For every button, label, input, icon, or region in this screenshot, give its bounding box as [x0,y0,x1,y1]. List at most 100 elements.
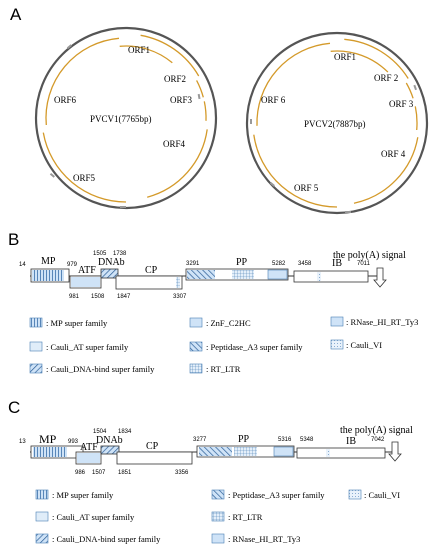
label-b-dnab: DNAb [98,257,125,268]
polya-arrow-c [388,441,402,462]
num-b-1738: 1738 [113,251,127,257]
plasmid2-orf2: ORF 2 [374,73,398,83]
legend-b-mp: : MP super family [46,318,108,328]
num-c-1507: 1507 [92,470,106,476]
plasmid1-orf-arc-4 [147,129,208,198]
polya-signal-b: the poly(A) signal [333,250,406,261]
domain-b-peptidase [187,270,215,279]
label-b-mp: MP [41,256,56,267]
plasmid-map-pvcv1: PVCV1(7765bp) ORF1 ORF2 ORF3 ORF4 ORF5 O… [34,26,218,210]
legend-b-swatch-rnase [330,316,344,327]
legend-b-rnase: : RNase_HI_RT_Ty3 [346,317,418,327]
num-b-7011: 7011 [357,261,371,267]
plasmid1-orf-arc-7 [119,45,173,64]
num-c-7042: 7042 [371,437,385,443]
plasmid1-orf-arc-6 [45,37,120,126]
num-c-993: 993 [68,439,79,445]
plasmid1-orf-arc-3 [203,101,207,121]
legend-b-swatch-mp [29,317,43,328]
num-c-1851: 1851 [118,470,132,476]
orf-c-ib [296,447,386,459]
plasmid1-orf4: ORF4 [163,139,186,149]
legend-b-swatch-peptidase [189,341,203,352]
plasmid1-orf-arc-5 [42,132,127,203]
label-b-pp: PP [236,257,248,268]
orf-c-cp [116,451,193,465]
num-b-3291: 3291 [186,261,200,267]
label-c-dnab: DNAb [96,435,123,446]
num-c-1834: 1834 [118,429,132,435]
legend-b-swatch-cauli-at [29,341,43,352]
legend-c-swatch-cauli-vi [348,489,362,500]
plasmid2-name: PVCV2(7887bp) [304,119,366,129]
num-c-1504: 1504 [93,429,107,435]
label-c-mp: MP [39,432,57,446]
legend-b-swatch-dnabind [29,363,43,374]
plasmid2-orf-arc-2 [405,82,414,99]
polya-signal-c: the poly(A) signal [340,425,413,436]
num-b-14: 14 [19,262,26,268]
plasmid2-orf3: ORF 3 [389,99,414,109]
legend-c-swatch-cauli-at [35,511,49,522]
legend-b-znf: : ZnF_C2HC [206,318,251,328]
domain-c-peptidase [199,447,232,456]
legend-c-swatch-rtltr [211,511,225,522]
domain-c-rnase [273,446,294,457]
plasmid1-orf1: ORF1 [128,45,150,55]
legend-c-dnabind: : Cauli_DNA-bind super family [52,534,161,544]
num-b-5282: 5282 [272,261,286,267]
plasmid2-orf-arc-5 [253,134,338,208]
plasmid2-orf5: ORF 5 [294,183,319,193]
genome-map-c: MP 13 ATF 993 986 1507 DNAb 1504 1834 CP… [19,425,413,476]
domain-b-znf [176,277,180,288]
legend-b-swatch-rtltr [189,363,203,374]
orf-b-cp [115,275,183,290]
plasmid2-orf-arc-4 [353,137,419,204]
label-c-cp: CP [146,441,159,452]
legend-c-rtltr: : RT_LTR [228,512,263,522]
num-b-981: 981 [69,294,80,300]
plasmid1-orf5: ORF5 [73,173,96,183]
polya-arrow-b [373,267,387,288]
plasmid2-orf-arc-1 [344,38,409,79]
label-c-pp: PP [238,434,250,445]
plasmid1-orf-arc-2 [196,80,204,98]
plasmid2-orf-arc-6 [256,42,331,126]
legend-b-cauli-at: : Cauli_AT super family [46,342,129,352]
label-b-atf: ATF [78,265,96,276]
legend-b-cauli-vi: : Cauli_VI [346,340,382,350]
genome-map-b: MP 14 ATF 979 981 1508 DNAb 1505 1738 CP… [19,250,406,300]
legend-c-swatch-dnabind [35,533,49,544]
legend-c: : MP super family : Peptidase_A3 super f… [35,489,400,544]
num-c-3356: 3356 [175,470,189,476]
panel-a-label: A [10,5,22,24]
domain-c-mp [33,447,67,457]
panel-c-label: C [8,398,20,417]
label-b-cp: CP [145,265,158,276]
plasmid1-orf-arc-1 [140,34,200,77]
num-b-1505: 1505 [93,251,107,257]
legend-c-cauli-vi: : Cauli_VI [364,490,400,500]
plasmid2-orf1: ORF1 [334,52,356,62]
legend-c-rnase: : RNase_HI_RT_Ty3 [228,534,300,544]
domain-b-rnase [267,269,288,280]
legend-c-swatch-rnase [211,533,225,544]
legend-b-dnabind: : Cauli_DNA-bind super family [46,364,155,374]
legend-c-peptidase: : Peptidase_A3 super family [228,490,325,500]
label-c-atf: ATF [80,442,98,453]
label-c-ib: IB [346,436,356,447]
num-b-1508: 1508 [91,294,105,300]
panel-b-label: B [8,230,19,249]
num-b-3458: 3458 [298,261,312,267]
legend-c-cauli-at: : Cauli_AT super family [52,512,135,522]
domain-c-rtltr [234,447,257,456]
orf-c-dnab [100,445,120,455]
legend-c-mp: : MP super family [52,490,114,500]
plasmid1-orf3: ORF3 [170,95,193,105]
num-c-3277: 3277 [193,437,207,443]
num-b-1847: 1847 [117,294,131,300]
num-c-5316: 5316 [278,437,292,443]
legend-c-swatch-peptidase [211,489,225,500]
domain-b-mp [32,270,64,281]
